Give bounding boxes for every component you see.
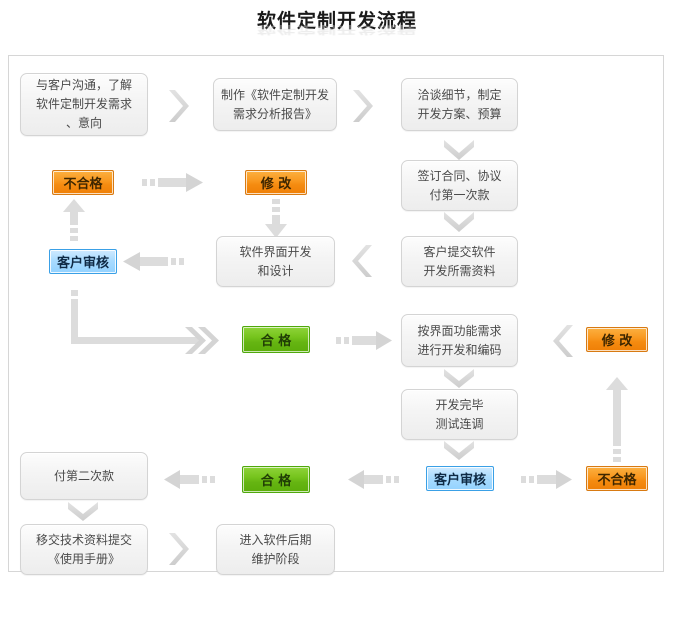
node-step11[interactable]: 进入软件后期 维护阶段 [216,524,335,575]
badge-review-top[interactable]: 客户审核 [49,249,117,274]
badge-review-bottom[interactable]: 客户审核 [426,466,494,491]
node-step7[interactable]: 按界面功能需求 进行开发和编码 [401,314,518,367]
node-step9[interactable]: 付第二次款 [20,452,148,500]
node-step6[interactable]: 软件界面开发 和设计 [216,236,335,287]
badge-pass-bottom[interactable]: 合 格 [242,466,310,493]
page-title: 软件定制开发流程 [256,10,417,32]
node-step3[interactable]: 洽谈细节，制定 开发方案、预算 [401,78,518,131]
badge-modify-top[interactable]: 修 改 [245,170,307,195]
node-step8[interactable]: 开发完毕 测试连调 [401,389,518,440]
badge-modify-right[interactable]: 修 改 [586,327,648,352]
node-step1[interactable]: 与客户沟通，了解 软件定制开发需求 、意向 [20,73,148,136]
node-step4[interactable]: 签订合同、协议 付第一次款 [401,160,518,211]
node-step10[interactable]: 移交技术资料提交 《使用手册》 [20,524,148,575]
badge-fail-top[interactable]: 不合格 [52,170,114,195]
node-step2[interactable]: 制作《软件定制开发 需求分析报告》 [213,78,337,131]
page-title-reflection: 软件定制开发流程 [256,23,417,36]
node-step5[interactable]: 客户提交软件 开发所需资料 [401,236,518,287]
badge-pass-mid[interactable]: 合 格 [242,326,310,353]
badge-fail-bottom[interactable]: 不合格 [586,466,648,491]
page-title-area: 软件定制开发流程 软件定制开发流程 [0,8,674,58]
